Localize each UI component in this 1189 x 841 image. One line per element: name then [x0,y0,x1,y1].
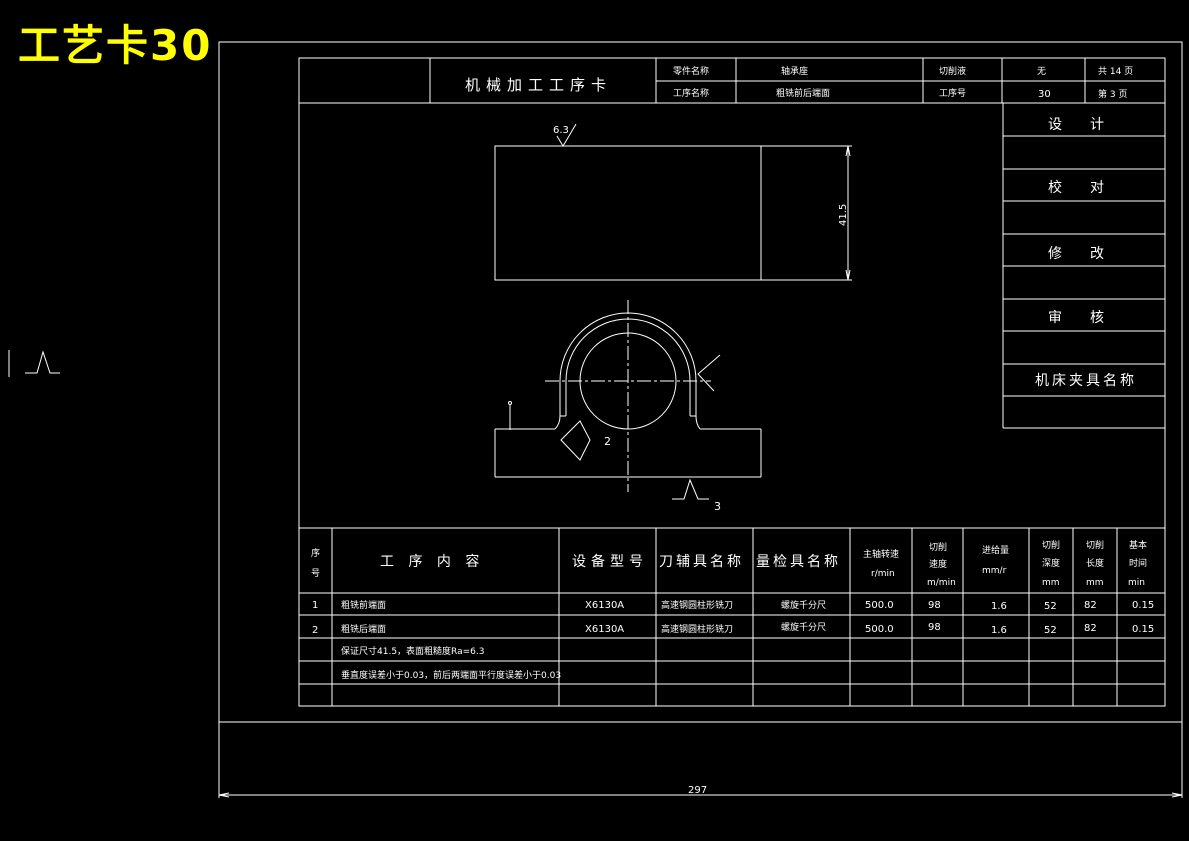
fixture-name-label: 机床夹具名称 [1035,373,1137,389]
row1-depth: 52 [1044,601,1057,612]
sign-check: 校 对 [1048,179,1104,196]
row1-tool: 高速钢圆柱形铣刀 [661,599,733,611]
hdr-content: 工 序 内 容 [380,553,484,570]
row1-content: 粗铣前端面 [341,599,386,611]
hdr-cutspeed-2: 速度 [929,558,947,570]
locator-2-symbol [560,420,591,461]
hdr-tool: 刀辅具名称 [659,554,744,570]
card-frame [298,57,1166,707]
row1-gauge: 螺旋千分尺 [781,599,826,611]
row2-no: 2 [312,625,318,636]
hdr-speed-1: 主轴转速 [863,548,899,560]
width-dimension-label: 297 [688,785,707,796]
row1-time: 0.15 [1132,600,1154,611]
fluid-label: 切削液 [939,65,966,77]
table-row: 2 粗铣后端面 X6130A 高速钢圆柱形铣刀 螺旋千分尺 500.0 98 1… [312,621,1154,636]
hdr-feed-1: 进给量 [982,544,1009,556]
roughness-label: 6.3 [553,125,569,136]
hdr-speed-2: r/min [871,569,895,579]
row2-speed: 500.0 [865,624,894,635]
hdr-time-2: 时间 [1129,557,1147,569]
locator-2-label: 2 [604,435,611,448]
hdr-equipment: 设备型号 [572,553,648,570]
row2-gauge: 螺旋千分尺 [781,621,826,633]
row1-length: 82 [1084,600,1097,611]
left-datum-symbol [25,350,60,374]
row2-equipment: X6130A [585,624,624,635]
sign-design: 设 计 [1048,117,1104,133]
hdr-gauge: 量检具名称 [756,554,841,570]
row2-cutspeed: 98 [928,622,941,633]
hdr-time-1: 基本 [1129,539,1147,551]
op-name-value: 粗铣前后端面 [776,87,830,99]
op-no-label: 工序号 [939,87,966,99]
table-row: 1 粗铣前端面 X6130A 高速钢圆柱形铣刀 螺旋千分尺 500.0 98 1… [312,599,1154,612]
hdr-length-1: 切削 [1086,539,1104,551]
row2-time: 0.15 [1132,624,1154,635]
hdr-time-3: min [1128,578,1145,588]
locator-3-label: 3 [714,500,721,513]
part-name-value: 轴承座 [781,65,808,77]
hdr-length-2: 长度 [1086,557,1104,569]
row1-cutspeed: 98 [928,600,941,611]
locator-3-symbol [672,478,709,500]
hdr-feed-2: mm/r [982,566,1007,576]
note-2: 垂直度误差小于0.03，前后两端面平行度误差小于0.03 [341,669,561,681]
page-number: 第 3 页 [1098,88,1127,100]
sign-modify: 修 改 [1048,246,1104,262]
row1-no: 1 [312,600,318,611]
row2-content: 粗铣后端面 [341,623,386,635]
height-dimension-label: 41.5 [838,204,849,226]
hdr-depth-2: 深度 [1042,557,1060,569]
op-no-value: 30 [1038,89,1051,100]
note-1: 保证尺寸41.5，表面粗糙度Ra=6.3 [341,645,484,657]
part-top-view [494,145,762,281]
sign-review: 审 核 [1048,310,1104,326]
row1-equipment: X6130A [585,600,624,611]
card-name: 机械加工工序卡 [465,76,612,94]
row2-tool: 高速钢圆柱形铣刀 [661,623,733,635]
hdr-no-1: 序 [311,547,320,559]
row1-speed: 500.0 [865,600,894,611]
row1-feed: 1.6 [991,601,1007,612]
row2-feed: 1.6 [991,625,1007,636]
part-name-label: 零件名称 [673,65,709,77]
row2-length: 82 [1084,623,1097,634]
hdr-depth-3: mm [1042,578,1060,588]
row2-depth: 52 [1044,625,1057,636]
hdr-cutspeed-1: 切削 [929,541,947,553]
sheet-title: 工艺卡30 [18,21,212,70]
hdr-no-2: 号 [311,568,320,579]
hdr-cutspeed-3: m/min [927,578,956,588]
hdr-length-3: mm [1086,578,1104,588]
total-pages: 共 14 页 [1098,66,1133,77]
clamp-symbol [697,354,721,392]
op-name-label: 工序名称 [673,87,709,99]
outer-frame [218,41,1183,723]
fluid-value: 无 [1037,66,1046,77]
hdr-depth-1: 切削 [1042,539,1060,551]
